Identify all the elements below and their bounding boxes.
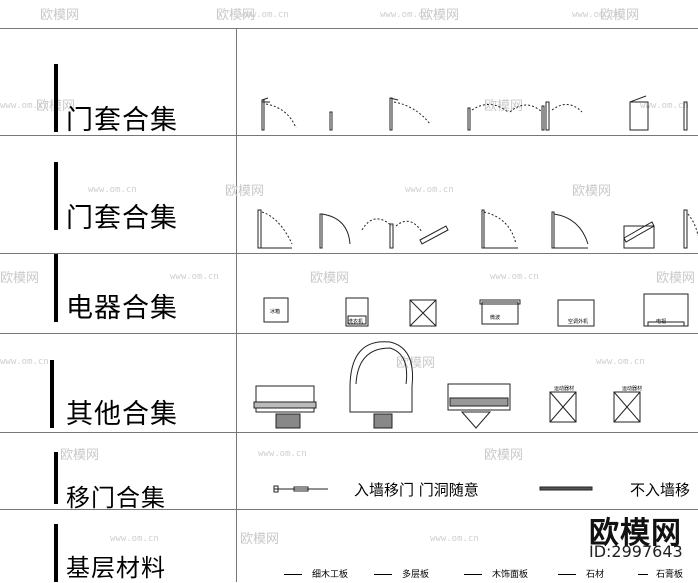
watermark-url: www.om.cn — [640, 101, 689, 111]
sliding-note-not-in-wall: 不入墙移 — [630, 481, 691, 499]
watermark-url: www.om.cn — [572, 10, 621, 20]
material-line — [374, 574, 392, 575]
category-bar — [54, 254, 58, 322]
category-label-base-materials: 基层材料 — [66, 554, 166, 582]
watermark-url: www.om.cn — [430, 534, 479, 544]
sliding-note-in-wall: 入墙移门 门洞随意 — [354, 481, 479, 499]
watermark-url: www.om.cn — [490, 272, 539, 282]
material-label: 多层板 — [402, 570, 430, 580]
material-legend-item: 木饰面板 — [464, 567, 528, 580]
other-item-drawings — [253, 341, 641, 429]
brand-id: ID:2997643 — [589, 542, 683, 561]
category-label-other: 其他合集 — [66, 399, 178, 430]
watermark-logo: 欧模网 — [484, 448, 524, 463]
material-legend-item: 石膏板 — [638, 567, 683, 580]
other-tag: 运动器材 — [622, 386, 643, 392]
category-bar — [50, 360, 54, 428]
material-line — [558, 574, 576, 575]
material-line — [638, 574, 648, 575]
appliance-tag: 冰箱 — [270, 309, 281, 315]
watermark-url: www.om.cn — [240, 10, 289, 20]
material-label: 木饰面板 — [492, 570, 529, 580]
appliance-tag: 洗衣机 — [348, 319, 364, 325]
door-frame-drawings-row-2 — [257, 209, 698, 249]
watermark-logo: 欧模网 — [225, 184, 265, 199]
material-legend-item: 石材 — [558, 567, 604, 580]
material-label: 细木工板 — [312, 570, 349, 580]
appliance-tag: 电视 — [656, 319, 667, 325]
material-label: 石膏板 — [656, 570, 684, 580]
column-divider — [236, 28, 237, 582]
material-line — [464, 574, 482, 575]
watermark-url: www.om.cn — [88, 185, 137, 195]
appliance-tag: 空调外机 — [568, 319, 589, 325]
watermark-url: www.om.cn — [110, 534, 159, 544]
sliding-door-drawings — [273, 485, 593, 493]
watermark-logo: 欧模网 — [310, 271, 350, 286]
watermark-url: www.om.cn — [596, 357, 645, 367]
watermark-url: www.om.cn — [258, 449, 307, 459]
watermark-logo: 欧模网 — [656, 271, 696, 286]
category-label-sliding-doors: 移门合集 — [66, 484, 166, 512]
category-bar — [54, 452, 58, 504]
row-divider — [0, 333, 698, 334]
row-divider — [0, 253, 698, 254]
row-divider — [0, 432, 698, 433]
watermark-logo: 欧模网 — [240, 532, 280, 547]
watermark-url: www.om.cn — [405, 185, 454, 195]
material-line — [284, 574, 302, 575]
category-bar — [54, 162, 58, 230]
material-legend-item: 细木工板 — [284, 567, 348, 580]
appliance-tag: 微波 — [490, 315, 501, 321]
appliance-drawings — [263, 293, 689, 327]
category-label-door-frames: 门套合集 — [66, 105, 178, 136]
row-divider — [0, 135, 698, 136]
category-bar — [54, 524, 58, 582]
brand-logo: 欧模网 — [589, 516, 682, 551]
watermark-url: www.om.cn — [380, 10, 429, 20]
category-bar — [54, 64, 58, 132]
category-label-appliances: 电器合集 — [66, 293, 178, 324]
row-divider — [0, 28, 698, 29]
category-label-door-frames-2: 门套合集 — [66, 203, 178, 234]
watermark-url: www.om.cn — [0, 101, 49, 111]
watermark-logo: 欧模网 — [60, 448, 100, 463]
watermark-url: www.om.cn — [170, 272, 219, 282]
material-label: 石材 — [586, 570, 605, 580]
watermark-logo: 欧模网 — [572, 184, 612, 199]
material-legend-item: 多层板 — [374, 567, 429, 580]
watermark-url: www.om.cn — [0, 357, 49, 367]
watermark-logo: 欧模网 — [40, 8, 80, 23]
watermark-logo: 欧模网 — [0, 271, 40, 286]
row-divider — [0, 509, 698, 510]
door-frame-drawings-row-1 — [261, 95, 688, 131]
other-tag: 运动器材 — [554, 386, 575, 392]
